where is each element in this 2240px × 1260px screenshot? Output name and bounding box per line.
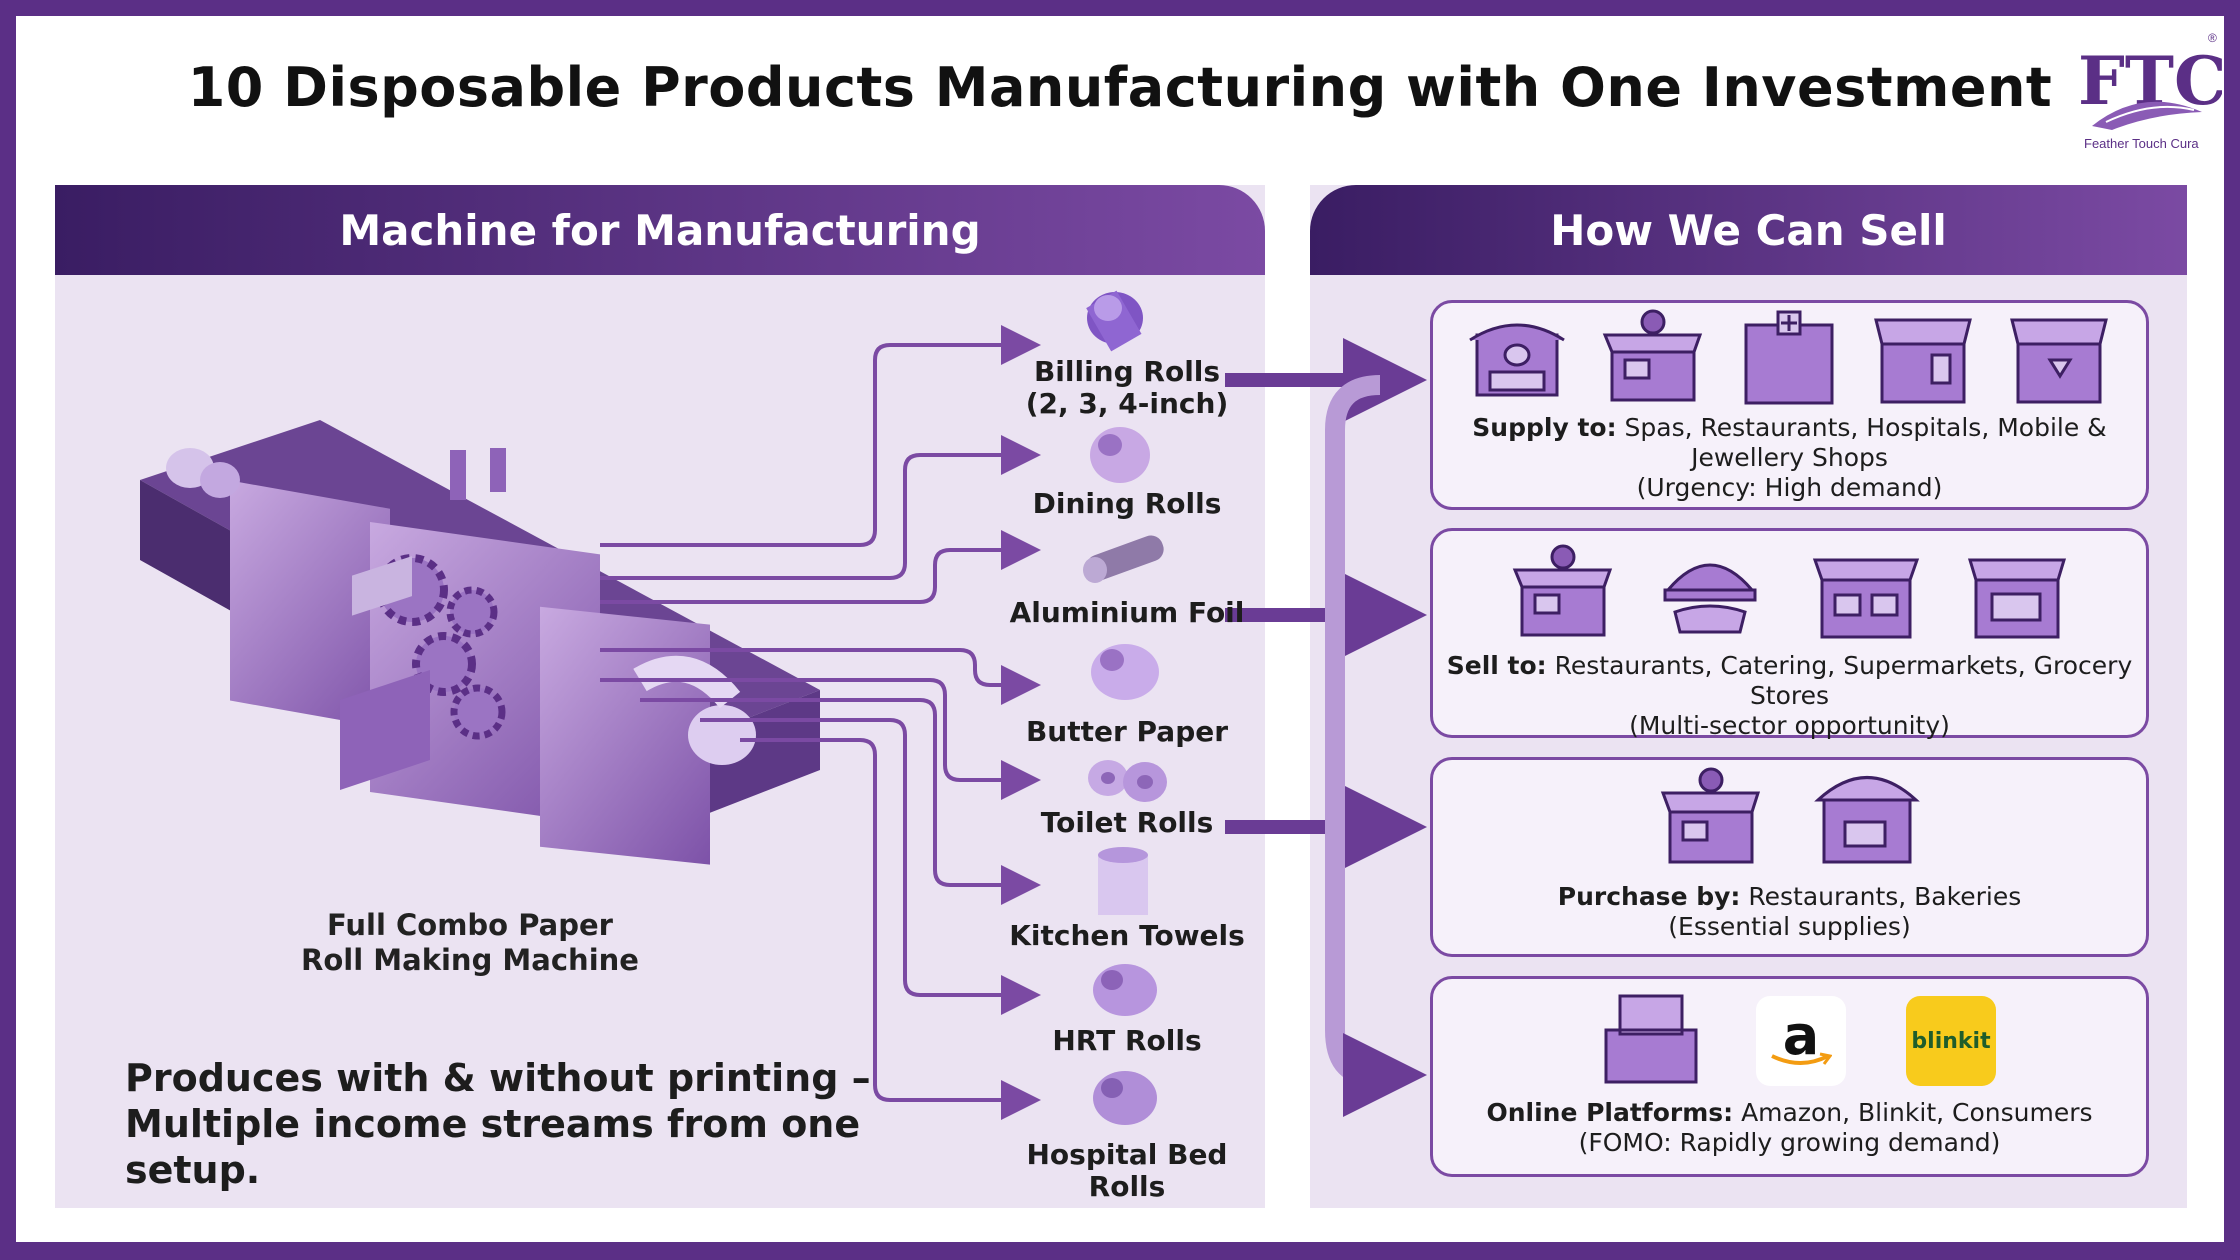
- dining-roll-icon: [1090, 427, 1150, 483]
- blinkit-logo: blinkit: [1906, 996, 1996, 1086]
- product-kitchen-towels: Kitchen Towels: [1009, 919, 1245, 952]
- aluminium-foil-icon: [1083, 535, 1164, 583]
- sell-heading: How We Can Sell: [1310, 185, 2187, 275]
- supermarket-icon: [1812, 558, 1920, 639]
- amazon-smile-icon: [1771, 1052, 1832, 1065]
- product-dining-rolls: Dining Rolls: [1032, 487, 1222, 520]
- spa-icon: [1469, 323, 1565, 397]
- hrt-roll-icon: [1093, 964, 1157, 1016]
- boxes-icon: [1604, 994, 1698, 1084]
- sell-card-purchase: Purchase by: Restaurants, Bakeries (Esse…: [1430, 757, 2149, 957]
- catering-icon: [1663, 563, 1757, 634]
- restaurant-icon: [1512, 544, 1613, 637]
- jewellery-shop-icon: [2010, 318, 2108, 404]
- logo-tagline: Feather Touch Cura: [2084, 136, 2199, 151]
- restaurant-icon: [1660, 767, 1761, 864]
- product-butter-paper: Butter Paper: [1025, 715, 1229, 748]
- grocery-store-icon: [1967, 558, 2067, 639]
- hospital-icon: [1744, 310, 1834, 405]
- mobile-shop-icon: [1874, 318, 1972, 404]
- ftc-logo: FTC ®: [2078, 31, 2222, 130]
- toilet-roll-icon: [1088, 760, 1167, 802]
- hospital-bed-roll-icon: [1093, 1071, 1157, 1125]
- kitchen-towel-icon: [1098, 847, 1148, 915]
- product-aluminium-foil: Aluminium Foil: [1009, 596, 1245, 629]
- svg-text:®: ®: [2208, 31, 2217, 45]
- product-hospital-bed-rolls: Hospital Bed Rolls: [1026, 1138, 1228, 1203]
- billing-roll-icon: [1086, 290, 1143, 352]
- bakery-icon: [1814, 776, 1920, 864]
- product-billing-rolls: Billing Rolls (2, 3, 4-inch): [1025, 355, 1229, 420]
- machine-label: Full Combo Paper Roll Making Machine: [301, 908, 639, 977]
- income-note: Produces with & without printing – Multi…: [125, 1056, 871, 1192]
- page-title: 10 Disposable Products Manufacturing wit…: [187, 56, 2053, 119]
- restaurant-icon: [1602, 309, 1703, 402]
- product-toilet-rolls: Toilet Rolls: [1040, 806, 1214, 839]
- amazon-logo: a: [1756, 996, 1846, 1086]
- manufacturing-heading: Machine for Manufacturing: [55, 185, 1265, 275]
- product-hrt-rolls: HRT Rolls: [1052, 1024, 1202, 1057]
- butter-paper-icon: [1091, 644, 1159, 700]
